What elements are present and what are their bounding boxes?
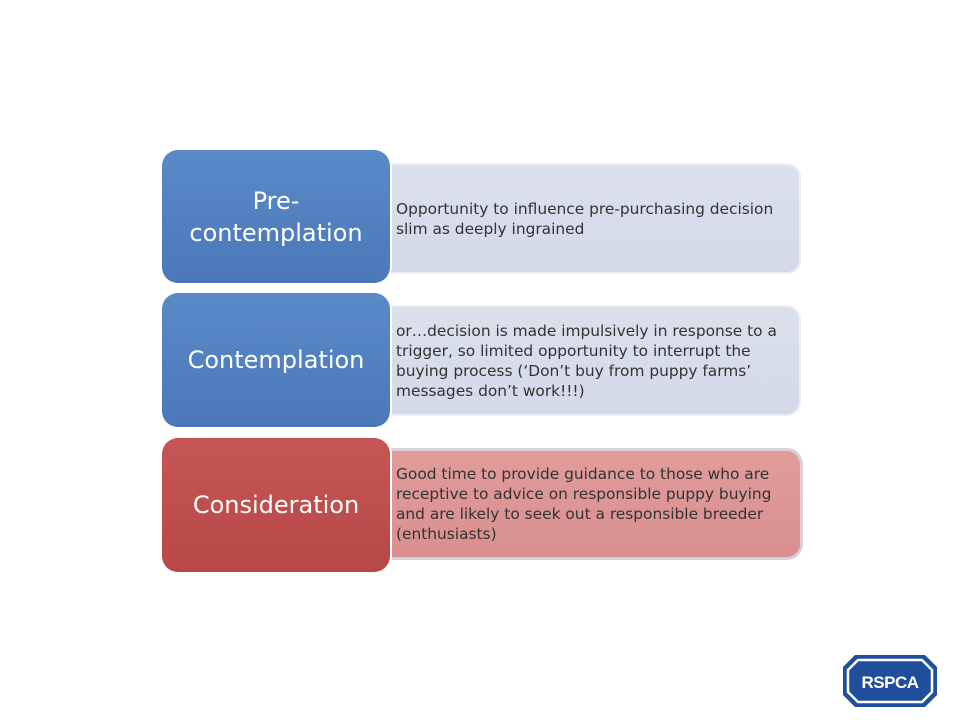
contemplation-bullet: • or…decision is made impulsively in res… [384, 321, 789, 401]
stage-consideration-label: Consideration [192, 491, 360, 519]
pre-contemplation-bullet: • Opportunity to influence pre-purchasin… [384, 199, 789, 239]
consideration-detail-box: • Good time to provide guidance to those… [358, 450, 801, 558]
stage-pre-contemplation: Pre- contemplation [162, 150, 390, 283]
pre-contemplation-detail-box: • Opportunity to influence pre-purchasin… [358, 163, 801, 274]
rspca-logo-text: RSPCA [861, 673, 918, 692]
stage-contemplation: Contemplation [162, 293, 390, 427]
stage-pre-contemplation-label: Pre- contemplation [189, 186, 363, 247]
contemplation-bullet-text: or…decision is made impulsively in respo… [396, 321, 777, 400]
pre-contemplation-bullet-text: Opportunity to influence pre-purchasing … [396, 199, 774, 238]
consideration-bullet-text: Good time to provide guidance to those w… [396, 465, 772, 543]
contemplation-detail-box: • or…decision is made impulsively in res… [358, 305, 801, 416]
consideration-bullet: • Good time to provide guidance to those… [384, 464, 789, 544]
stage-consideration: Consideration [162, 438, 390, 572]
stage-contemplation-label: Contemplation [187, 346, 365, 374]
rspca-logo: RSPCA [843, 655, 937, 707]
